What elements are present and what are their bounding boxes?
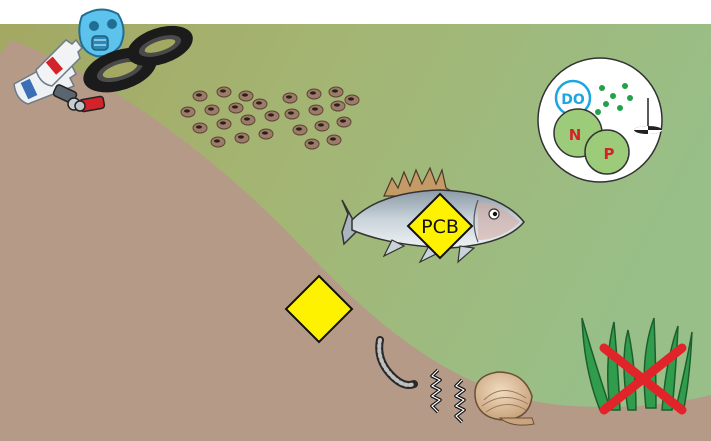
fish-egg-embryo xyxy=(268,113,274,116)
nitrogen-label: N xyxy=(569,126,582,144)
fish-egg-embryo xyxy=(310,91,316,94)
fish-egg-embryo xyxy=(332,89,338,92)
fish-egg-embryo xyxy=(318,123,324,126)
gas-mask-icon xyxy=(79,9,123,56)
fish-egg-embryo xyxy=(242,93,248,96)
fish-egg-embryo xyxy=(262,131,268,134)
fish-egg-embryo xyxy=(208,107,214,110)
fish-egg-embryo xyxy=(220,121,226,124)
water-quality-inset-icon: DO N P xyxy=(538,58,662,182)
fish-egg-embryo xyxy=(286,95,292,98)
fish-egg-embryo xyxy=(334,103,340,106)
fish-egg-embryo xyxy=(196,125,202,128)
fish-egg-embryo xyxy=(184,109,190,112)
fish-egg-embryo xyxy=(288,111,294,114)
fish-egg-embryo xyxy=(296,127,302,130)
pcb-label: PCB xyxy=(421,216,459,238)
fish-egg-embryo xyxy=(312,107,318,110)
fish-egg-embryo xyxy=(244,117,250,120)
fish-egg-embryo xyxy=(340,119,346,122)
fish-egg-embryo xyxy=(220,89,226,92)
fish-egg-embryo xyxy=(348,97,354,100)
fish-egg-embryo xyxy=(196,93,202,96)
fish-egg-embryo xyxy=(238,135,244,138)
fish-egg-embryo xyxy=(214,139,220,142)
phosphorus-label: P xyxy=(604,145,615,163)
fish-egg-embryo xyxy=(330,137,336,140)
fish-egg-embryo xyxy=(256,101,262,104)
do-label: DO xyxy=(561,92,585,108)
fish-egg-embryo xyxy=(232,105,238,108)
fish-egg-embryo xyxy=(308,141,314,144)
